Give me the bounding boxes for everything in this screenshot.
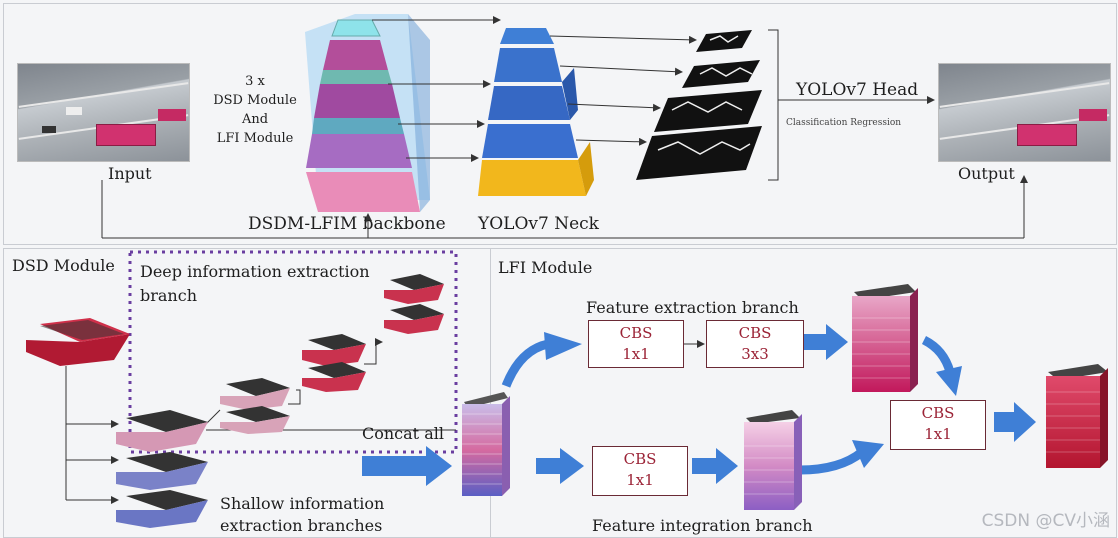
cbs-kernel: 1x1 <box>626 471 654 489</box>
top-panel <box>3 3 1117 245</box>
cbs-name: CBS <box>623 450 657 468</box>
backbone-label: DSDM-LFIM backbone <box>248 214 446 234</box>
lfi-curve-up-arrow <box>501 339 550 388</box>
cbs-block-top-right: CBS 3x3 <box>706 320 804 368</box>
output-image <box>938 63 1111 162</box>
dsd-shallow-tiles <box>116 410 208 528</box>
feature-extraction-label: Feature extraction branch <box>586 298 799 317</box>
module-note-line3: And <box>241 112 269 127</box>
cbs-name: CBS <box>921 404 955 422</box>
dsd-deep-tiles <box>220 274 444 434</box>
concat-label: Concat all <box>362 424 444 443</box>
module-note-line4: LFI Module <box>216 131 294 146</box>
cbs-block-final: CBS 1x1 <box>890 400 986 450</box>
feature-integration-label: Feature integration branch <box>592 516 813 535</box>
shallow-branch-label-line2: extraction branches <box>220 516 383 535</box>
watermark: CSDN @CV小涵 <box>981 511 1110 531</box>
lfi-title: LFI Module <box>498 258 593 277</box>
cbs-kernel: 3x3 <box>741 345 769 363</box>
module-note: 3 x DSD Module And LFI Module <box>208 72 302 148</box>
top-arrows <box>101 16 1028 239</box>
head-label: YOLOv7 Head <box>796 80 919 100</box>
deep-branch-box <box>128 250 458 454</box>
lfi-arrow-to-top-stack <box>804 324 848 360</box>
cbs-kernel: 1x1 <box>924 425 952 443</box>
neck-label: YOLOv7 Neck <box>478 214 599 234</box>
module-note-line1: 3 x <box>245 74 265 89</box>
module-note-line2: DSD Module <box>213 93 297 108</box>
cbs-block-top-left: CBS 1x1 <box>588 320 684 368</box>
cbs-kernel: 1x1 <box>622 345 650 363</box>
lfi-bottom-stack <box>744 410 802 510</box>
input-label: Input <box>108 164 152 183</box>
concat-arrow <box>362 446 452 486</box>
head-feature-maps <box>636 30 762 180</box>
dsd-title: DSD Module <box>12 256 115 275</box>
lfi-arrow-up-to-final <box>852 440 884 468</box>
deep-branch-label-line1: Deep information extraction <box>140 262 370 281</box>
head-sublabel: Classification Regression <box>786 118 902 128</box>
dsd-input-tile <box>26 318 130 366</box>
lfi-arrow-to-bottom-stack <box>692 448 738 484</box>
neck-pyramid <box>478 28 594 196</box>
cbs-name: CBS <box>619 324 653 342</box>
deep-branch-label-line2: branch <box>140 286 197 305</box>
lfi-output-stack <box>1046 364 1108 468</box>
cbs-block-bottom: CBS 1x1 <box>592 446 688 496</box>
output-label: Output <box>958 164 1015 183</box>
lfi-top-stack <box>852 284 918 392</box>
cbs-name: CBS <box>738 324 772 342</box>
lfi-arrow-to-output-stack <box>994 402 1036 442</box>
lfi-lower-arrow <box>536 448 584 484</box>
backbone-pyramid <box>305 14 430 212</box>
lfi-arrow-down-to-final <box>936 366 962 396</box>
concat-stack <box>462 392 510 496</box>
input-image <box>17 63 190 162</box>
shallow-branch-label-line1: Shallow information <box>220 494 385 513</box>
